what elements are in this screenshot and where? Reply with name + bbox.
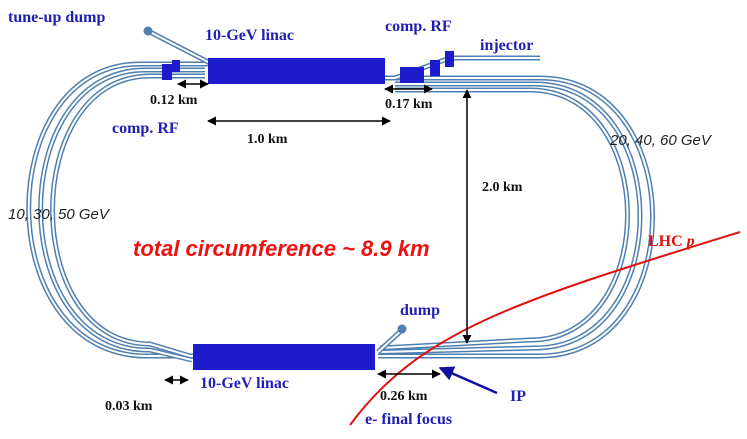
comp-rf-left-block-1 — [162, 64, 172, 80]
distance-017-label: 0.17 km — [385, 97, 433, 112]
arc-pass-inner — [50, 73, 630, 359]
dump-dot — [397, 324, 407, 334]
injector-block — [445, 51, 454, 67]
distance-arrows — [164, 79, 472, 385]
injector-label: injector — [480, 37, 533, 54]
lhc-label: LHC p — [648, 233, 695, 250]
linac-top — [208, 58, 385, 84]
lhc-p-symbol: p — [685, 233, 695, 250]
comp-rf-left-label: comp. RF — [112, 120, 179, 137]
linac-bottom — [193, 344, 375, 370]
distance-026-label: 0.26 km — [380, 389, 428, 404]
comp-rf-right-block-2 — [430, 60, 440, 76]
distance-012-label: 0.12 km — [150, 93, 198, 108]
final-focus-label: e- final focus — [365, 411, 452, 428]
lhc-text: LHC — [648, 233, 683, 250]
energy-right-label: 20, 40, 60 GeV — [609, 132, 713, 149]
recirculation-arcs — [26, 29, 655, 363]
distance-10-label: 1.0 km — [247, 132, 288, 147]
tune-up-dump-dot — [143, 26, 153, 36]
comp-rf-left-block-2 — [172, 60, 180, 72]
tune-up-dump-label: tune-up dump — [8, 9, 105, 26]
arc-pass-outer — [26, 61, 655, 359]
dump-label: dump — [400, 302, 440, 319]
energy-left-label: 10, 30, 50 GeV — [8, 206, 111, 223]
linac-bottom-label: 10-GeV linac — [200, 375, 289, 392]
distance-20-label: 2.0 km — [482, 180, 523, 195]
linac-top-label: 10-GeV linac — [205, 27, 294, 44]
total-circumference-label: total circumference ~ 8.9 km — [133, 236, 430, 261]
ip-label: IP — [510, 388, 526, 405]
arc-pass-middle — [38, 67, 643, 363]
comp-rf-right-block-1 — [400, 67, 424, 83]
comp-rf-top-label: comp. RF — [385, 18, 452, 35]
lhc-beam-line — [349, 231, 741, 426]
ip-pointer-arrow — [438, 366, 498, 395]
distance-003-label: 0.03 km — [105, 399, 153, 414]
